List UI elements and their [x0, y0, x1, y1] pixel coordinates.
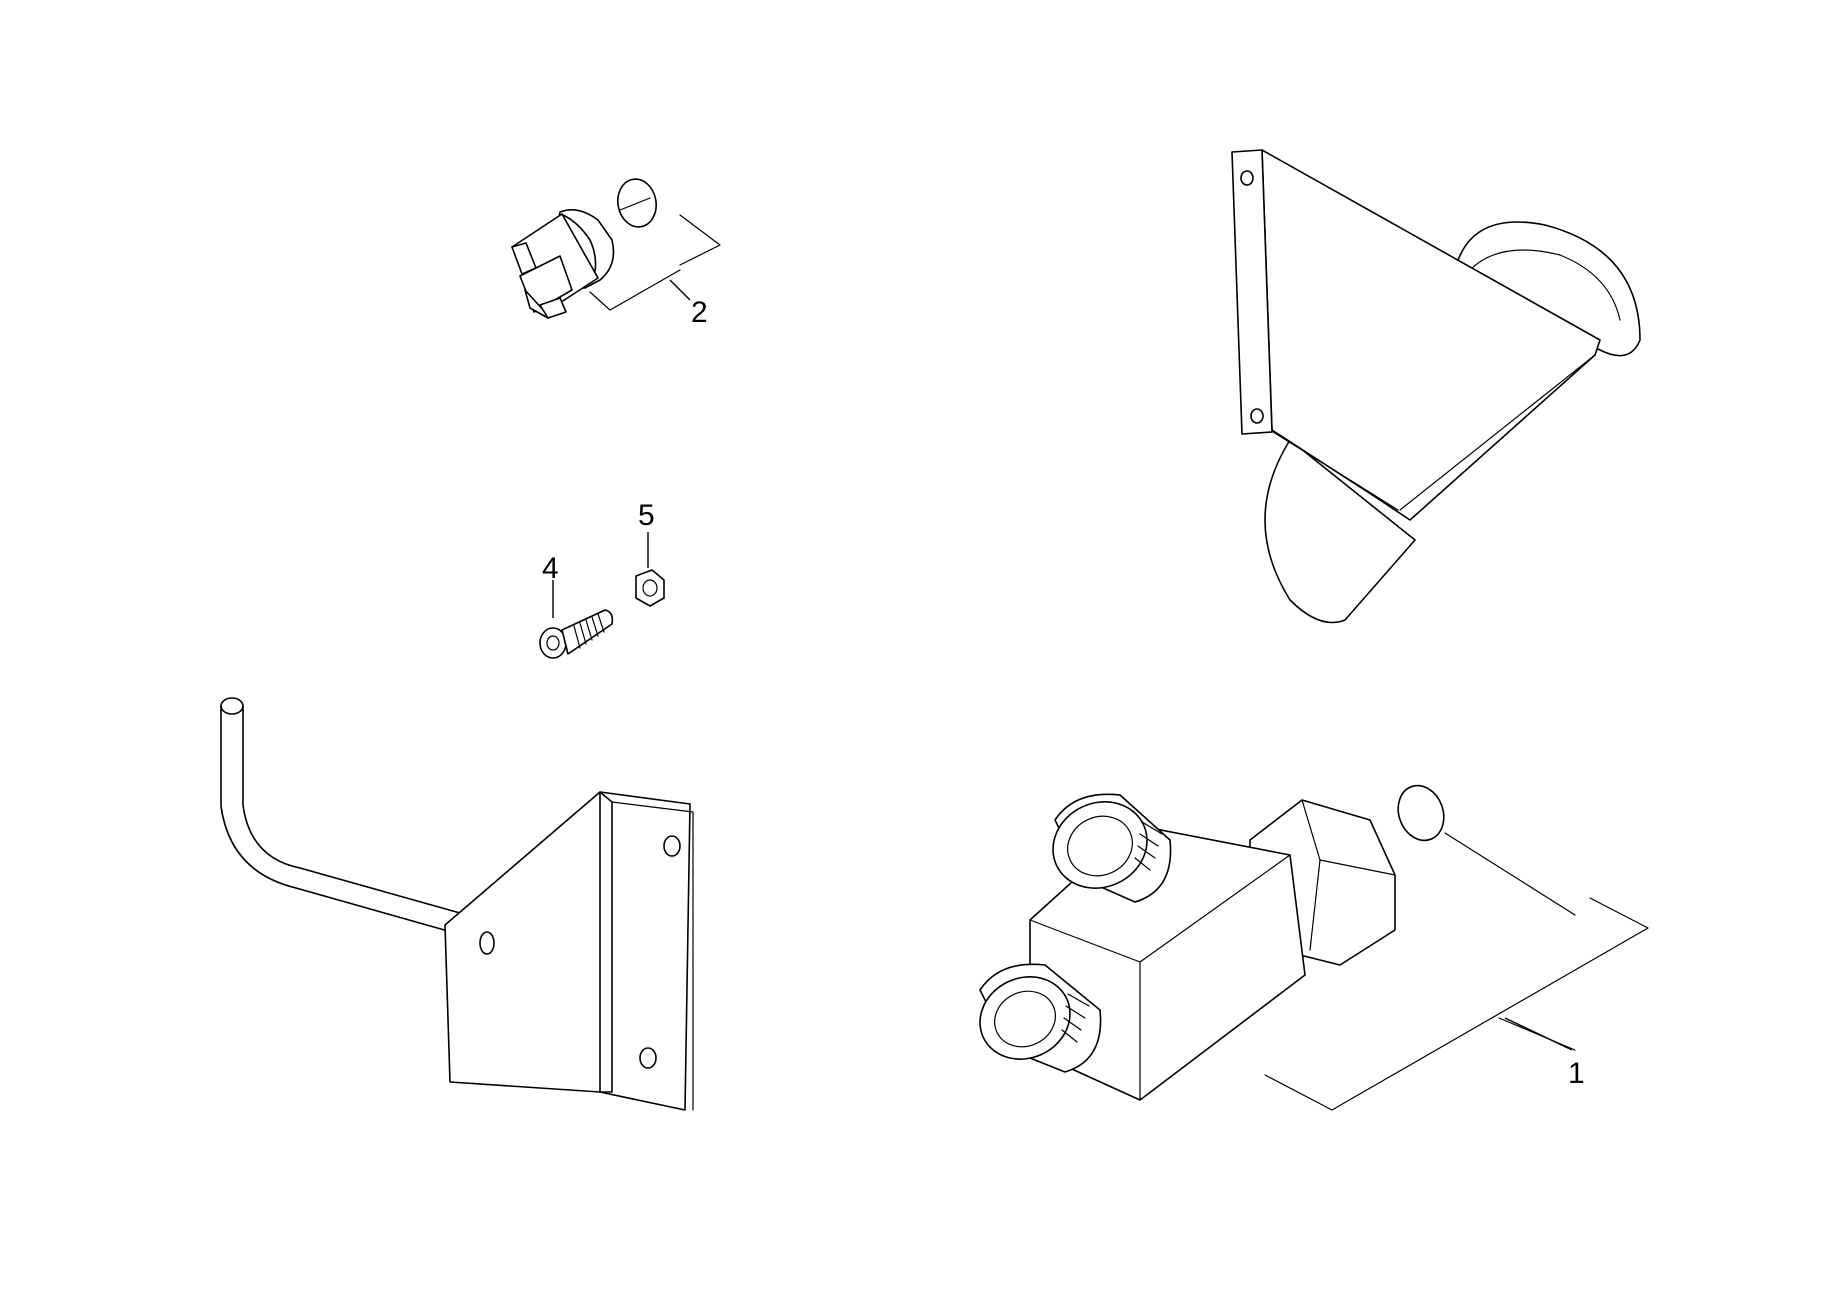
part-4-screw: [539, 580, 614, 659]
callout-label-5: 5: [638, 499, 655, 532]
leader-line-1: [1504, 1017, 1573, 1051]
part-2-nozzle-insert: [511, 178, 721, 319]
part-1-swivel-fitting: [979, 784, 1649, 1111]
callout-label-4: 4: [542, 552, 559, 585]
spray-guard-part: [1231, 149, 1641, 624]
callout-label-1: 1: [1568, 1057, 1585, 1090]
callout-label-2: 2: [691, 296, 708, 329]
bracket-with-rod-part: [220, 697, 694, 1111]
leader-line-2: [669, 279, 691, 301]
part-5-nut: [635, 532, 665, 607]
